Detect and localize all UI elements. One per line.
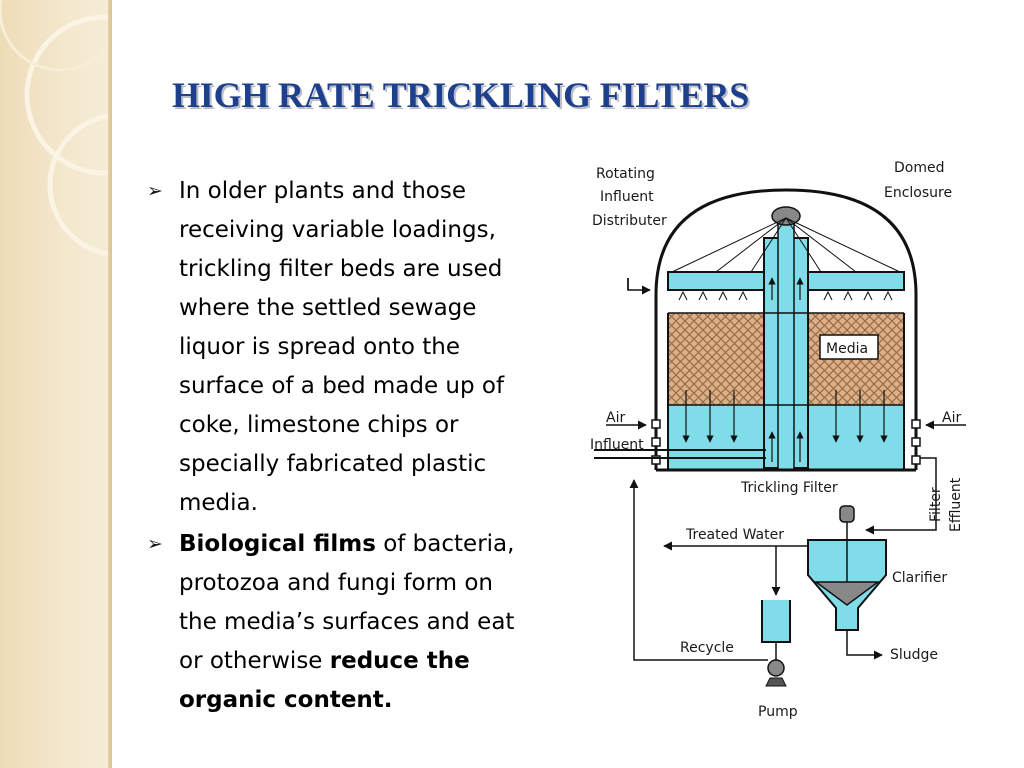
bullet-item: ➢ In older plants and those receiving va…	[147, 172, 572, 523]
recycle-tank	[761, 600, 791, 643]
media-callout-box	[819, 334, 879, 360]
label-enclosure: Enclosure	[884, 185, 952, 201]
text-line: In older plants and those	[179, 178, 467, 204]
trickling-filter-diagram: Rotating Influent Distributer Domed Encl…	[590, 160, 966, 720]
arrow-bullet-icon: ➢	[147, 180, 163, 202]
dome-cap	[771, 206, 801, 226]
label-distributer: Distributer	[592, 213, 667, 229]
arrow-bullet-icon: ➢	[147, 533, 163, 555]
sidebar-edge	[108, 0, 112, 768]
column-up-arrows	[768, 277, 804, 462]
text-line: organic content.	[179, 681, 572, 720]
text-line: protozoa and fungi form on	[179, 570, 493, 596]
flow-arrows	[682, 390, 888, 443]
pump-icon	[767, 659, 785, 677]
ring-decoration	[0, 0, 112, 258]
label-media: Media	[826, 341, 868, 357]
text-fragment: of bacteria,	[375, 531, 515, 557]
air-vents	[651, 419, 921, 465]
text-fragment: or otherwise	[179, 648, 330, 674]
label-treated-water: Treated Water	[685, 527, 784, 543]
label-air-right: Air	[942, 410, 961, 426]
effluent-pipe	[865, 457, 937, 535]
bold-term: Biological films	[179, 531, 376, 557]
text-line: specially fabricated plastic	[179, 451, 487, 477]
text-line: where the settled sewage	[179, 295, 477, 321]
label-recycle: Recycle	[680, 640, 734, 656]
label-rotating: Rotating	[596, 166, 655, 182]
text-line: Biological films of bacteria,	[179, 525, 572, 564]
sludge-outlet	[846, 630, 883, 660]
bold-term: organic content.	[179, 687, 393, 713]
label-effluent: Effluent	[948, 477, 964, 532]
label-filter: Filter	[928, 487, 944, 522]
label-clarifier: Clarifier	[892, 570, 947, 586]
bold-term: reduce the	[329, 648, 470, 674]
text-line: surface of a bed made up of	[179, 373, 505, 399]
text-line: coke, limestone chips or	[179, 412, 459, 438]
text-line: media.	[179, 490, 258, 516]
label-trickling-filter: Trickling Filter	[740, 480, 838, 496]
center-pipe	[777, 219, 795, 471]
text-line: or otherwise reduce the	[179, 642, 572, 681]
text-line: receiving variable loadings,	[179, 217, 496, 243]
text-line: trickling filter beds are used	[179, 256, 503, 282]
label-domed: Domed	[894, 160, 944, 176]
slide-title: HIGH RATE TRICKLING FILTERS	[172, 75, 750, 115]
text-line: the media’s surfaces and eat	[179, 609, 515, 635]
label-pump: Pump	[758, 704, 798, 720]
text-line: liquor is spread onto the	[179, 334, 460, 360]
label-influent-top: Influent	[600, 189, 654, 205]
label-influent: Influent	[590, 437, 644, 453]
recycle-line	[629, 479, 768, 661]
distributor-supports	[671, 217, 901, 273]
label-air-left: Air	[606, 410, 625, 426]
decorative-sidebar	[0, 0, 112, 768]
bullet-item: ➢ Biological films of bacteria, protozoa…	[147, 525, 572, 720]
spray-nozzles	[678, 290, 893, 301]
label-sludge: Sludge	[890, 647, 938, 663]
bullet-list: ➢ In older plants and those receiving va…	[147, 172, 572, 722]
clarifier-drive	[839, 505, 855, 523]
domed-enclosure	[654, 188, 918, 470]
